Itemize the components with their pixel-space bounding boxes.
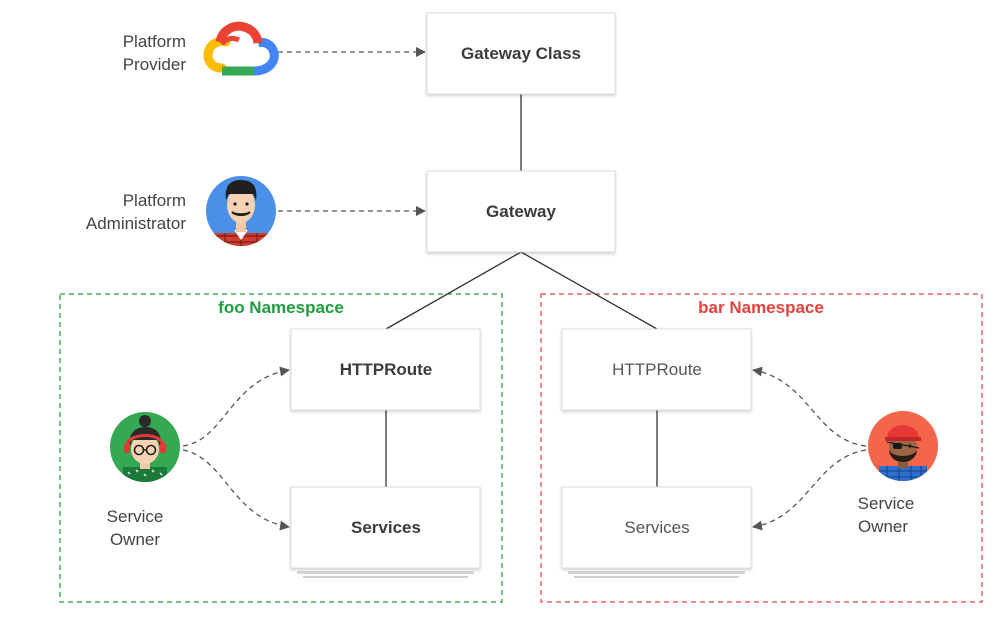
bar-namespace-box — [540, 293, 983, 603]
arrow-foo-owner-to-services — [182, 449, 290, 531]
connector-gateway-foo-route — [385, 251, 522, 330]
bar-service-owner-label-line1: Service — [858, 494, 915, 513]
foo-services-stack: Services — [290, 486, 481, 578]
arrow-foo-owner-to-route — [182, 366, 290, 447]
gateway-class-box: Gateway Class — [426, 12, 616, 95]
bar-service-owner-label-line2: Owner — [858, 517, 908, 536]
bar-httproute-box: HTTPRoute — [561, 328, 752, 411]
foo-namespace-label: foo Namespace — [218, 298, 344, 317]
foo-namespace-box — [59, 293, 503, 603]
service-owner-avatar-green-icon — [110, 412, 180, 482]
foo-services-label: Services — [351, 518, 421, 537]
platform-provider-label-line2: Provider — [123, 55, 187, 74]
bar-services-label: Services — [624, 518, 689, 537]
service-owner-avatar-orange-icon — [868, 411, 938, 481]
gateway-box: Gateway — [426, 170, 616, 253]
google-cloud-logo-icon — [203, 21, 279, 76]
foo-service-owner-label-line2: Owner — [110, 530, 160, 549]
gateway-label: Gateway — [486, 202, 556, 221]
gateway-class-label: Gateway Class — [461, 44, 581, 63]
bar-services-stack: Services — [561, 486, 752, 578]
platform-admin-label-line1: Platform — [123, 191, 186, 210]
platform-provider-label-line1: Platform — [123, 32, 186, 51]
foo-httproute-label: HTTPRoute — [340, 360, 433, 379]
admin-avatar-icon — [206, 176, 276, 246]
bar-namespace-label: bar Namespace — [698, 298, 824, 317]
arrow-bar-owner-to-route — [752, 366, 867, 447]
foo-service-owner-label-line1: Service — [107, 507, 164, 526]
arrow-bar-owner-to-services — [752, 449, 867, 531]
bar-httproute-label: HTTPRoute — [612, 360, 702, 379]
foo-httproute-box: HTTPRoute — [290, 328, 481, 411]
platform-admin-label-line2: Administrator — [86, 214, 186, 233]
connector-gateway-bar-route — [520, 251, 658, 330]
